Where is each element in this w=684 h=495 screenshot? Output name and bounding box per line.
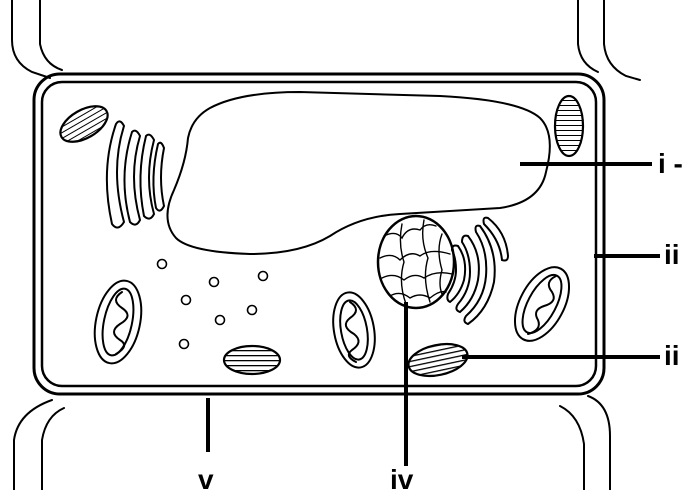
label-ii-cell-wall: ii	[664, 241, 680, 269]
chloroplast-top-right	[555, 96, 583, 156]
golgi-apparatus-left	[107, 121, 164, 227]
neighbor-cell-wall-top-left	[12, 0, 50, 78]
mitochondrion-left	[88, 276, 149, 367]
label-i: i -	[658, 150, 683, 178]
ribosomes	[158, 260, 268, 349]
mitochondrion-center	[328, 289, 381, 371]
nucleus-chromatin	[380, 220, 452, 304]
neighbor-cell-wall-bottom-right-inner	[588, 396, 610, 490]
label-ii-chloroplast: ii	[664, 342, 680, 370]
neighbor-cell-wall-top-right-inner	[604, 0, 640, 80]
cell-membrane	[42, 82, 596, 386]
chloroplast-bottom-right	[406, 339, 471, 381]
mitochondrion-right	[504, 258, 580, 349]
neighbor-cell-wall-bottom-left	[14, 400, 52, 490]
neighbor-cell-wall-bottom-right	[560, 406, 584, 490]
neighbor-cell-wall-top-right	[578, 0, 598, 72]
chloroplast-top-left	[54, 99, 113, 149]
golgi-apparatus-right	[447, 218, 508, 324]
neighbor-cell-wall-top-left-inner	[40, 0, 62, 70]
neighbor-cell-wall-bottom-left-inner	[42, 408, 64, 490]
chloroplast-bottom-center	[224, 346, 280, 374]
vacuole	[167, 92, 549, 254]
